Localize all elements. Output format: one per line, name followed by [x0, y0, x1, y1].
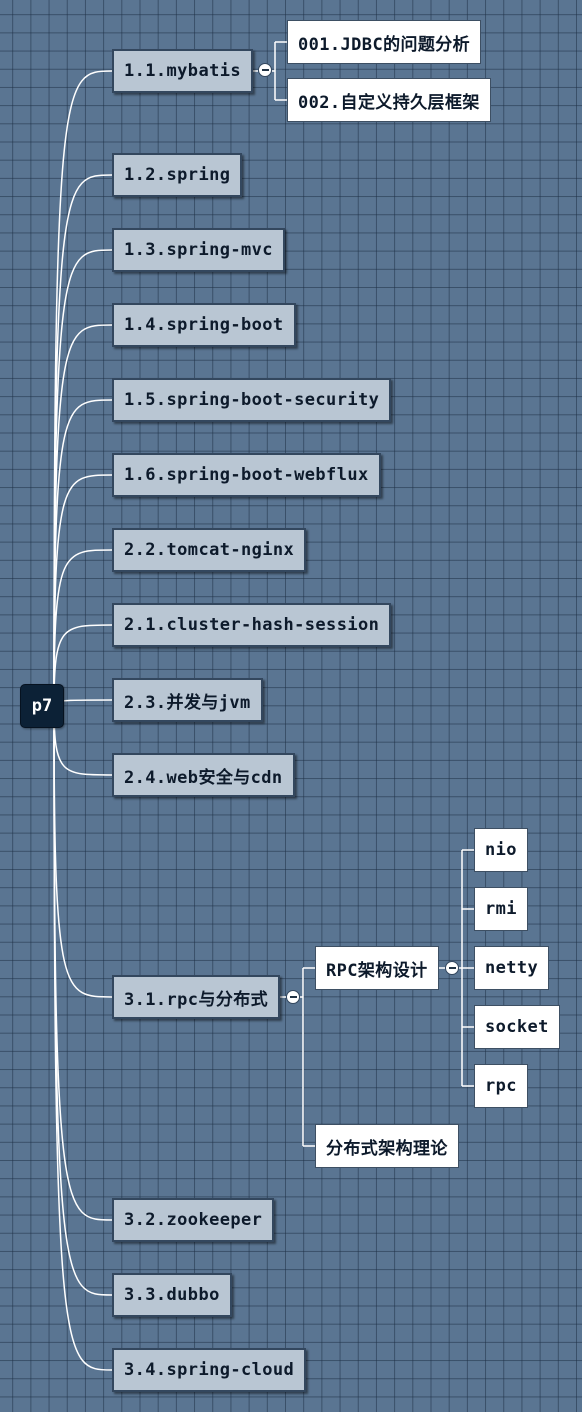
edge-branch-rpc-distributed: [53, 705, 113, 998]
edge-branch-spring-cloud: [53, 705, 113, 1371]
root-node-p7[interactable]: p7: [20, 684, 64, 728]
branch-cluster-hash-session[interactable]: 2.1.cluster-hash-session: [112, 603, 392, 647]
collapse-rpc-architecture-toggle[interactable]: [445, 961, 459, 975]
branch-zookeeper[interactable]: 3.2.zookeeper: [112, 1198, 275, 1242]
branch-spring[interactable]: 1.2.spring: [112, 153, 243, 197]
leaf-rmi[interactable]: rmi: [474, 887, 528, 931]
branch-spring-mvc[interactable]: 1.3.spring-mvc: [112, 228, 285, 272]
branch-rpc-distributed[interactable]: 3.1.rpc与分布式: [112, 975, 281, 1019]
branch-spring-boot-security[interactable]: 1.5.spring-boot-security: [112, 378, 392, 422]
edge-branch-tomcat-nginx: [53, 549, 113, 707]
edge-branch-spring-boot-security: [53, 399, 113, 707]
edge-branch-spring-boot-webflux: [53, 474, 113, 707]
branch-spring-boot-webflux[interactable]: 1.6.spring-boot-webflux: [112, 453, 381, 497]
edge-branch-spring-boot: [53, 324, 113, 707]
leaf-nio[interactable]: nio: [474, 828, 528, 872]
leaf-netty[interactable]: netty: [474, 946, 550, 990]
branch-mybatis[interactable]: 1.1.mybatis: [112, 49, 253, 93]
edge-branch-zookeeper: [53, 705, 113, 1221]
branch-web-security-cdn[interactable]: 2.4.web安全与cdn: [112, 753, 295, 797]
leaf-custom-persistence-framework[interactable]: 002.自定义持久层框架: [287, 78, 491, 122]
leaf-rpc-architecture-design[interactable]: RPC架构设计: [315, 946, 439, 990]
collapse-mybatis-toggle[interactable]: [258, 63, 272, 77]
branch-spring-cloud[interactable]: 3.4.spring-cloud: [112, 1348, 307, 1392]
branch-tomcat-nginx[interactable]: 2.2.tomcat-nginx: [112, 528, 307, 572]
edge-branch-cluster-hash-session: [53, 624, 113, 707]
leaf-distributed-architecture-theory[interactable]: 分布式架构理论: [315, 1124, 459, 1168]
branch-dubbo[interactable]: 3.3.dubbo: [112, 1273, 232, 1317]
branch-concurrency-jvm[interactable]: 2.3.并发与jvm: [112, 678, 263, 722]
edge-branch-dubbo: [53, 705, 113, 1296]
leaf-rpc[interactable]: rpc: [474, 1064, 528, 1108]
leaf-jdbc-problem-analysis[interactable]: 001.JDBC的问题分析: [287, 20, 482, 64]
collapse-rpc-distributed-toggle[interactable]: [286, 990, 300, 1004]
branch-spring-boot[interactable]: 1.4.spring-boot: [112, 303, 296, 347]
leaf-socket[interactable]: socket: [474, 1005, 560, 1049]
